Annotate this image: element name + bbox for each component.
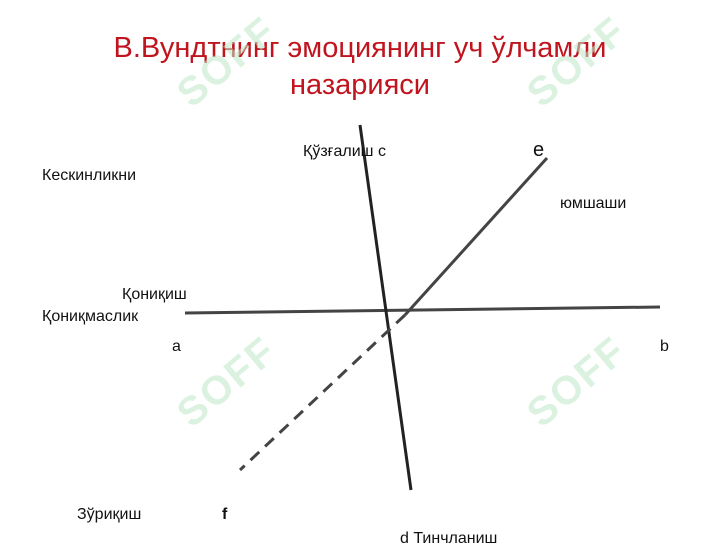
label-qonikish: Қониқиш	[122, 286, 187, 303]
label-qonikmaslik: Қониқмаслик	[42, 308, 139, 325]
label-b: b	[660, 338, 669, 355]
axis-cd	[358, 124, 413, 491]
title-line-1: В.Вундтнинг эмоциянинг уч ўлчамли	[113, 32, 607, 64]
label-yumshashi: юмшаши	[560, 195, 627, 212]
label-a: а	[172, 338, 181, 355]
axis-e-solid	[403, 156, 549, 317]
axis-ab	[184, 305, 661, 315]
label-keskinlikni: Кескинликни	[42, 167, 137, 184]
label-zurikish: Зўриқиш	[77, 506, 142, 523]
axis-f-dashed	[238, 313, 407, 472]
label-e: е	[533, 139, 545, 161]
label-c: Қўзғалиш с	[303, 143, 386, 160]
label-d: d Тинчланиш	[400, 530, 498, 547]
label-f: f	[222, 506, 228, 523]
title-line-2: назарияси	[290, 69, 430, 101]
slide-title: В.Вундтнинг эмоциянинг уч ўлчамли назари…	[0, 30, 720, 104]
